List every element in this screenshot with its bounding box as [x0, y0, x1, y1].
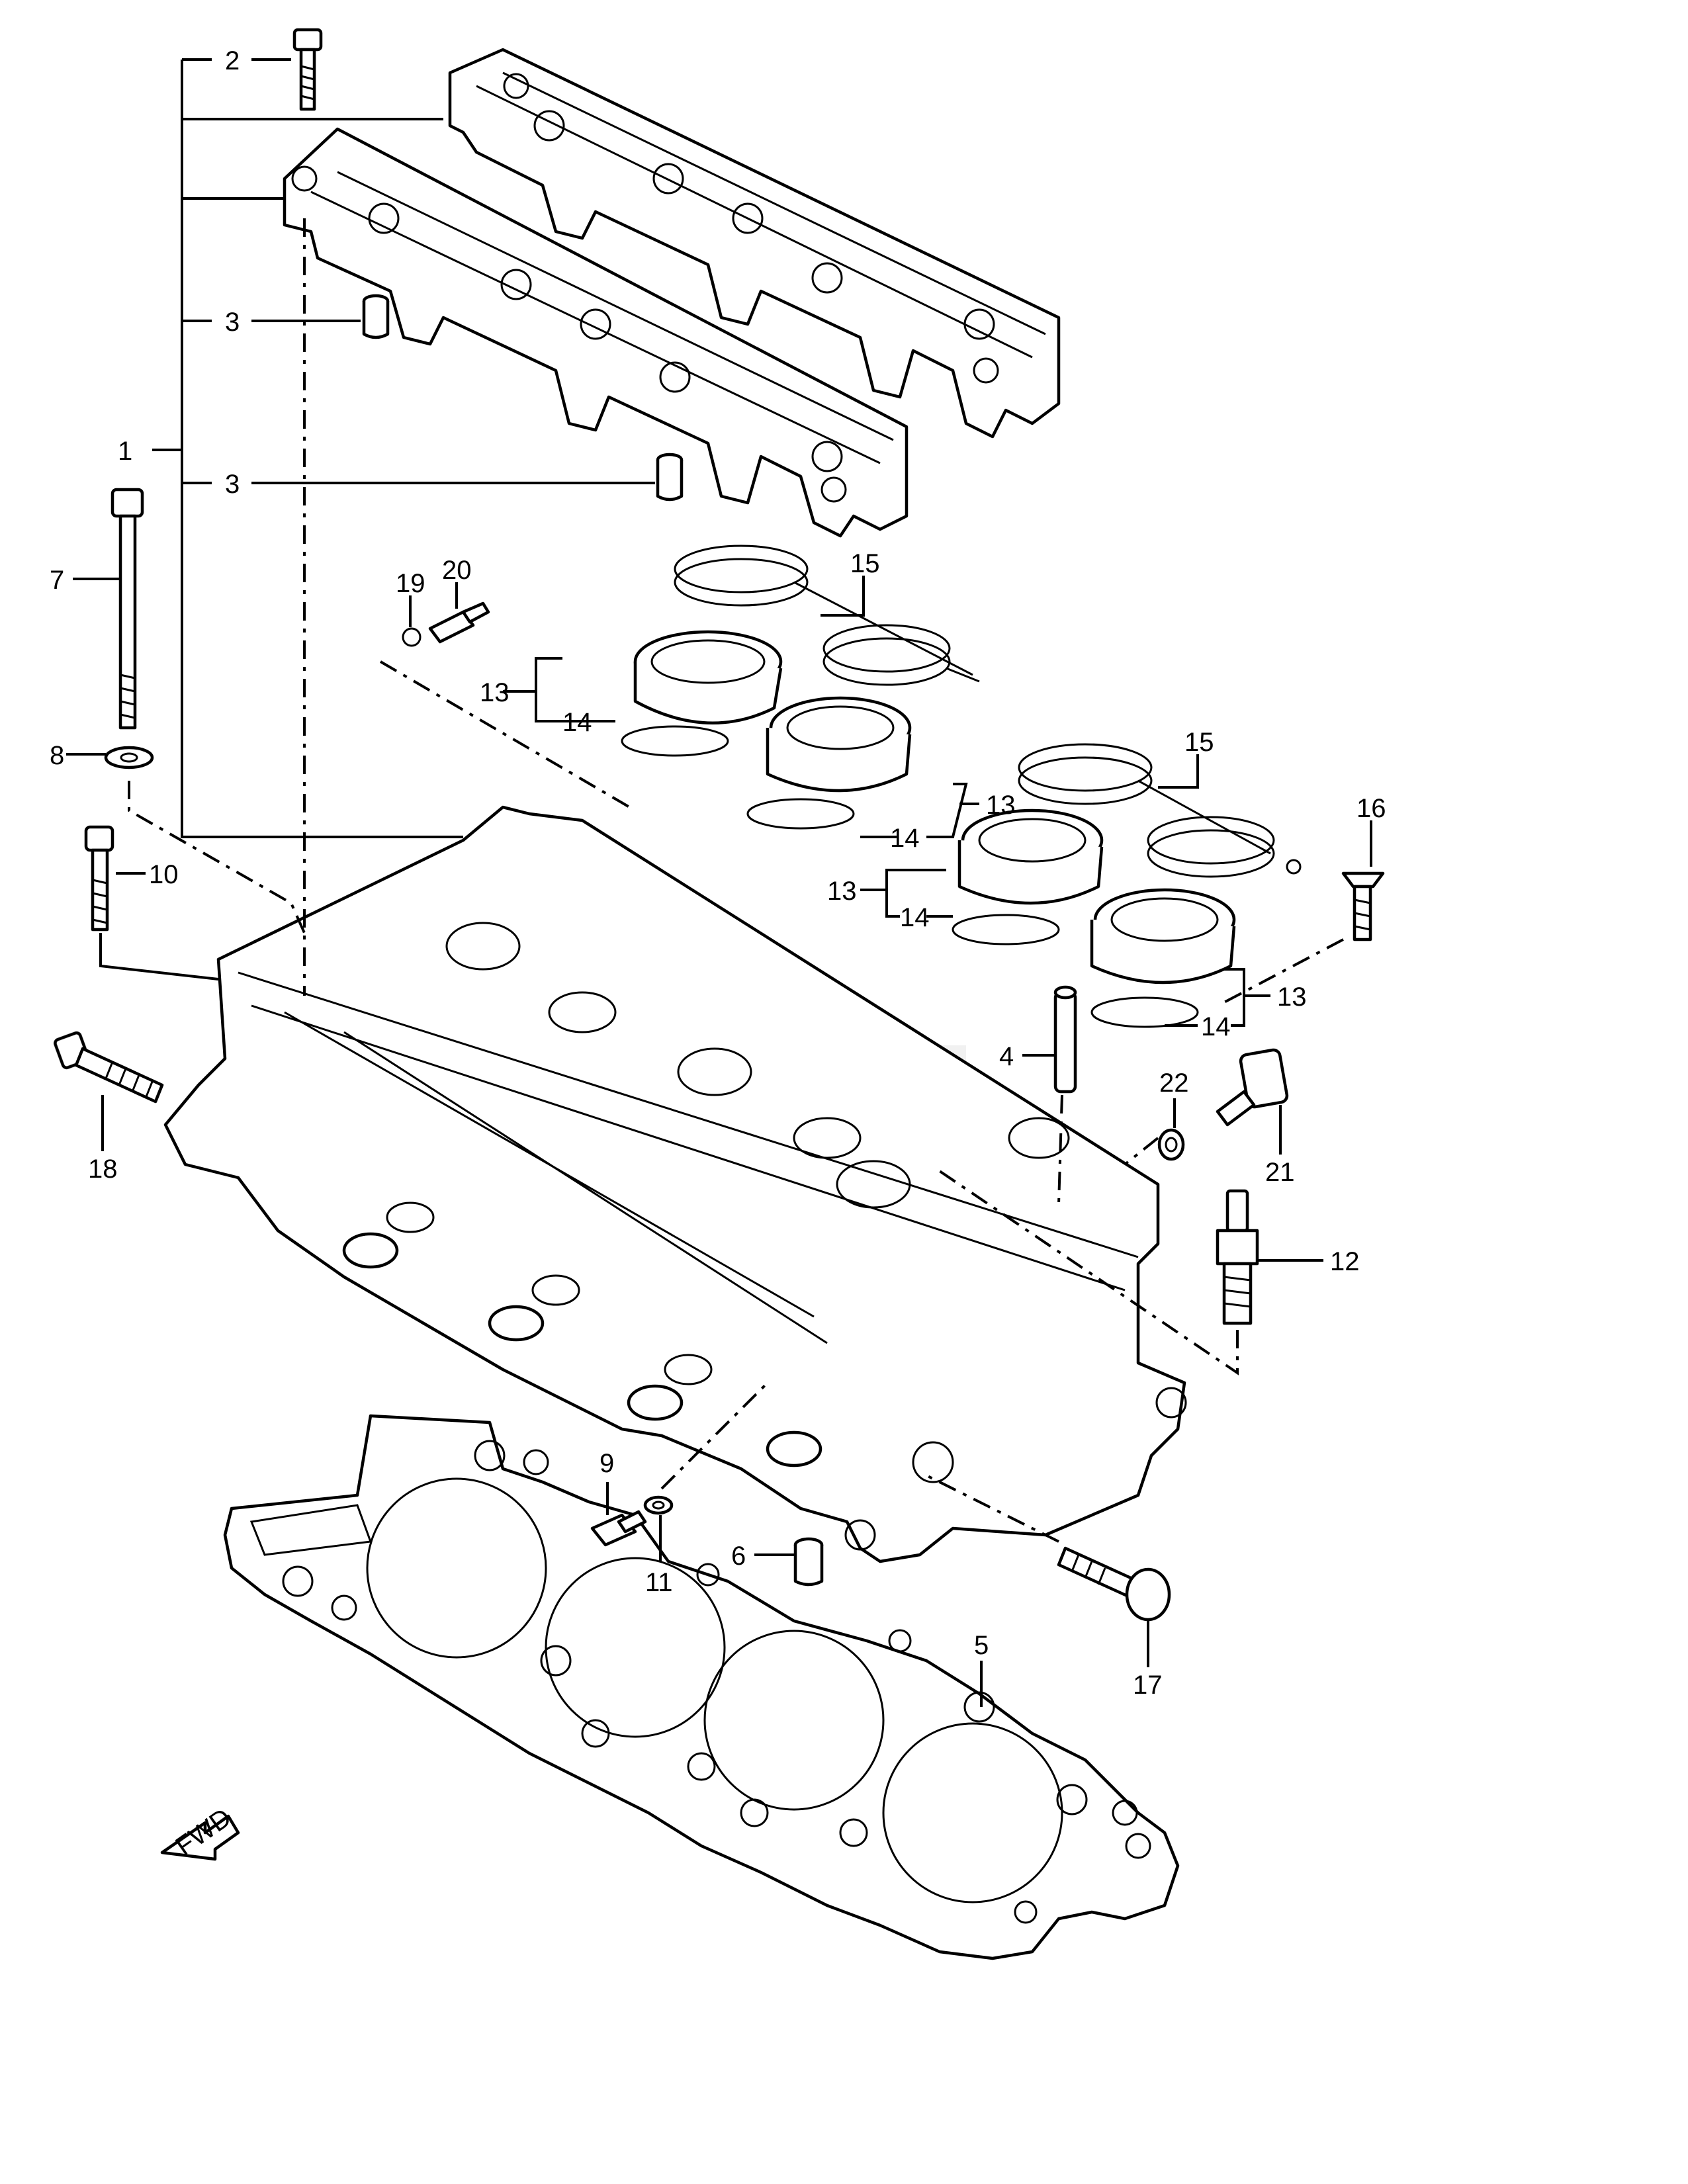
- bolt-7: [111, 488, 144, 730]
- clamp-set-upper: [674, 545, 980, 686]
- callout-11: 11: [645, 1568, 673, 1597]
- callout-14: 14: [562, 708, 592, 737]
- guide-4: [1053, 985, 1077, 1094]
- callout-15: 15: [850, 549, 880, 578]
- dowel-pin-6: [793, 1537, 824, 1587]
- callout-1: 1: [118, 437, 132, 466]
- callout-2: 2: [225, 46, 240, 75]
- forward-direction-arrow-icon: FWD: [160, 1803, 240, 1861]
- o-ring-2: [746, 798, 855, 830]
- intake-pipe-1: [633, 630, 783, 724]
- bolt-18: [54, 1031, 164, 1104]
- o-ring-1: [621, 725, 729, 757]
- assembly-lines: [128, 218, 1344, 1543]
- callout-7: 7: [50, 566, 64, 595]
- bolt-10: [84, 825, 114, 932]
- camshaft-holder-rear: [448, 48, 1061, 439]
- callout-13: 13: [1277, 983, 1307, 1012]
- o-ring-4: [1090, 996, 1199, 1028]
- sensor-21: [1216, 1048, 1289, 1127]
- dowel-pin-3b: [656, 453, 684, 502]
- callout-6: 6: [731, 1542, 746, 1571]
- callout-16: 16: [1356, 794, 1386, 823]
- washer-8: [104, 746, 154, 769]
- sensor-20: [428, 601, 490, 644]
- clamp-set-lower: [1018, 743, 1302, 878]
- spark-plug-12: [1216, 1189, 1259, 1325]
- callout-13: 13: [827, 877, 857, 906]
- callout-8: 8: [50, 741, 64, 770]
- callout-14: 14: [890, 824, 920, 853]
- cylinder-head: [163, 805, 1187, 1563]
- callout-3: 3: [225, 470, 240, 499]
- intake-pipe-3: [957, 808, 1104, 905]
- callout-9: 9: [600, 1449, 614, 1478]
- callout-13: 13: [480, 678, 510, 707]
- callout-12: 12: [1330, 1247, 1360, 1276]
- gasket-22: [1157, 1128, 1185, 1161]
- callout-10: 10: [149, 860, 179, 889]
- bolt-9: [590, 1510, 647, 1547]
- callout-17: 17: [1133, 1671, 1163, 1700]
- leader-lines: [66, 58, 1372, 1707]
- bolt-17: [1057, 1546, 1171, 1622]
- callout-21: 21: [1265, 1158, 1295, 1187]
- callout-19: 19: [396, 569, 425, 598]
- bolt-2: [292, 28, 323, 111]
- callout-15: 15: [1184, 728, 1214, 757]
- callout-3: 3: [225, 308, 240, 337]
- callout-14: 14: [900, 903, 930, 932]
- callout-20: 20: [442, 556, 472, 585]
- washer-11: [643, 1495, 674, 1515]
- intake-pipe-2: [766, 696, 912, 793]
- head-gasket: [223, 1414, 1180, 1960]
- callout-22: 22: [1159, 1069, 1189, 1098]
- o-ring-19: [402, 627, 422, 647]
- o-ring-3: [952, 914, 1060, 945]
- camshaft-holder-front: [283, 127, 909, 538]
- callout-4: 4: [999, 1042, 1014, 1071]
- callout-18: 18: [88, 1155, 118, 1184]
- callout-5: 5: [974, 1631, 989, 1660]
- callout-14: 14: [1201, 1012, 1231, 1041]
- callout-13: 13: [986, 791, 1016, 820]
- screw-16: [1341, 871, 1385, 941]
- dowel-pin-3a: [362, 294, 390, 339]
- intake-pipe-4: [1090, 888, 1236, 984]
- callout-labels: 1 2 3 3 4 5 6 7 8 9 10 11 12 13 13 13 13…: [50, 46, 1386, 1700]
